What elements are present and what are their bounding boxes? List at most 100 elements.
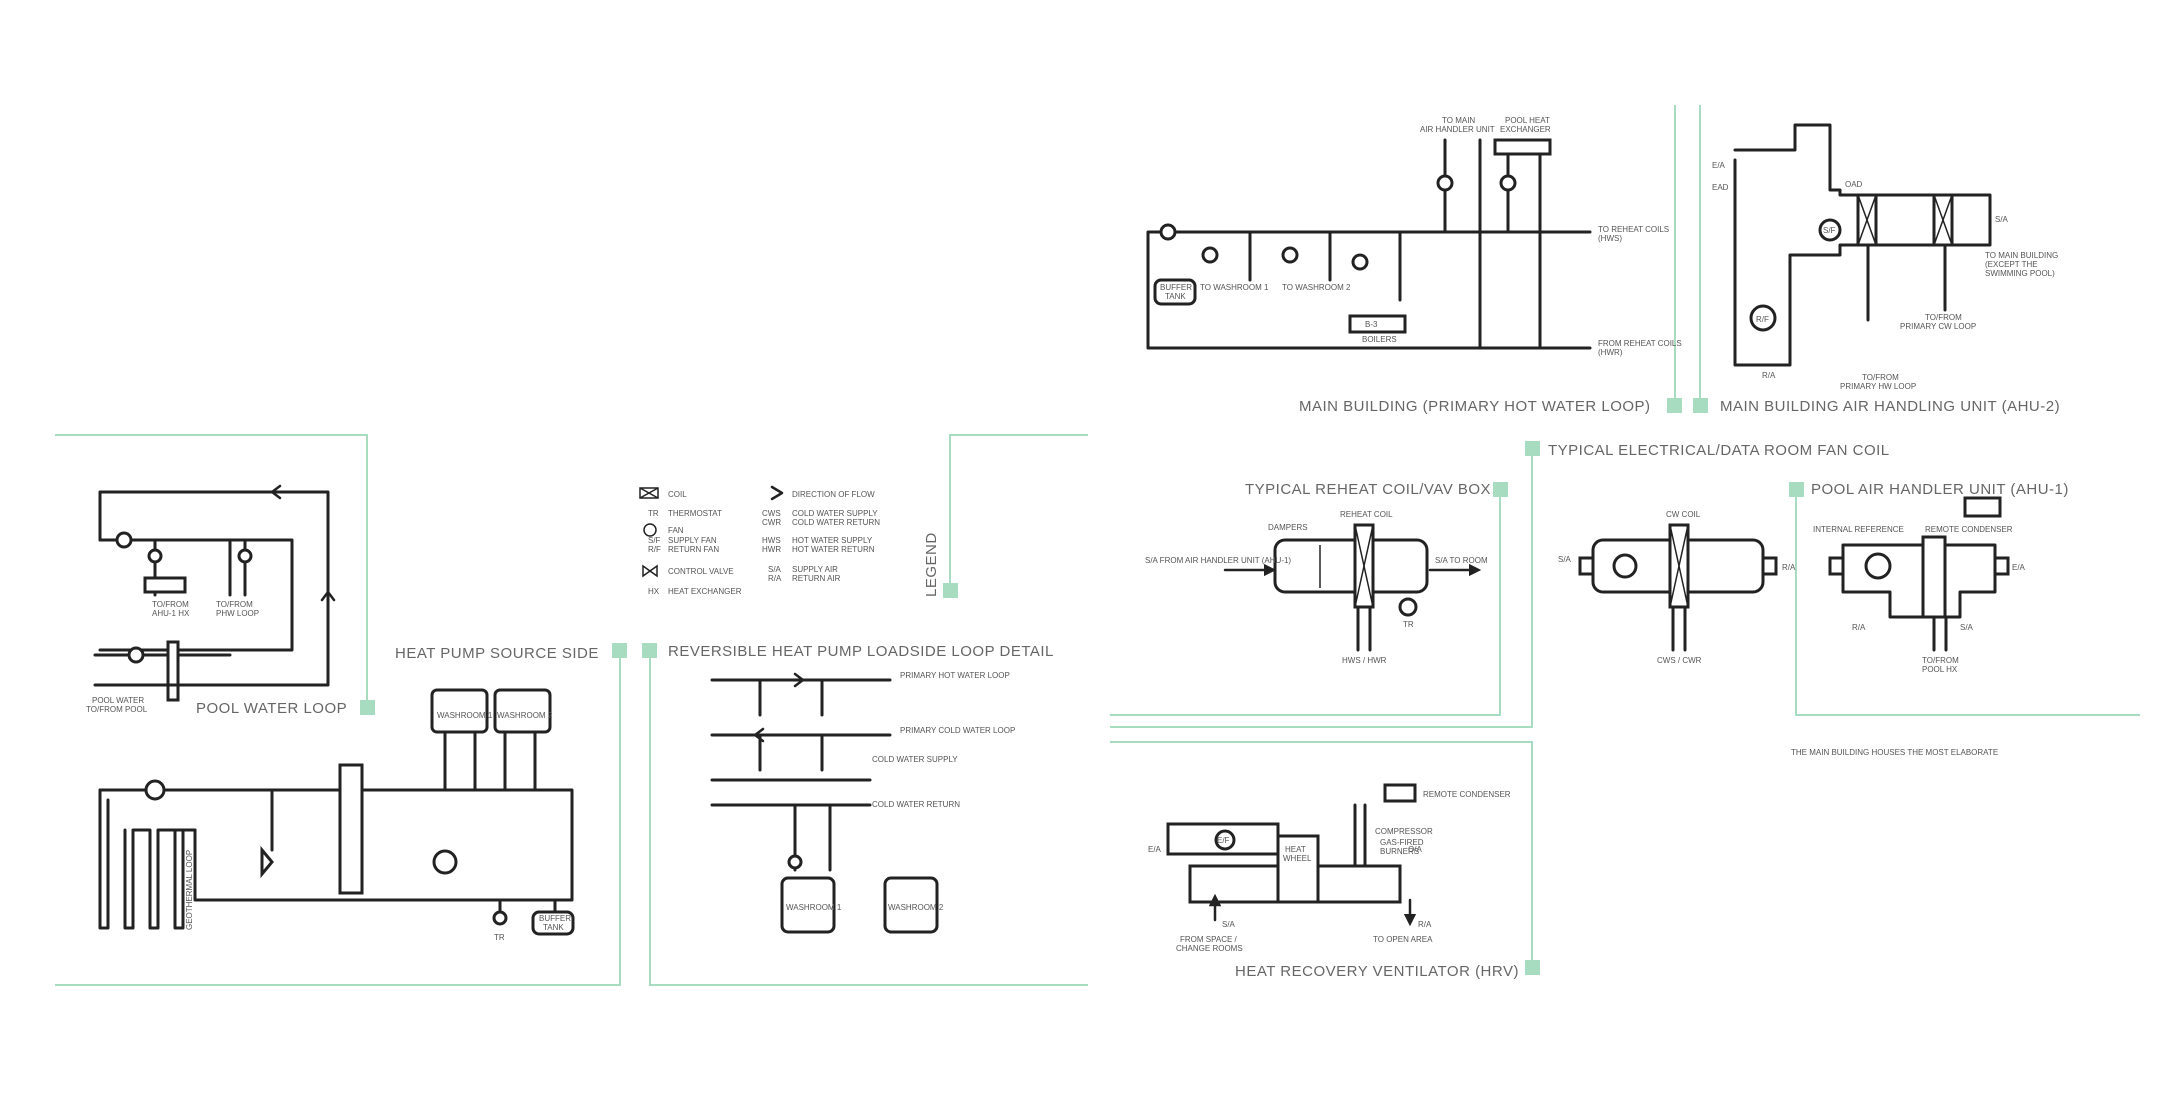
label-ahu2-oad: OAD bbox=[1845, 180, 1863, 189]
label-pool-hx-1: POOL HEAT bbox=[1505, 116, 1550, 125]
legend-hx-code: HX bbox=[648, 587, 660, 596]
label-ahu2-cw-1: TO/FROM bbox=[1925, 313, 1962, 322]
legend-coil: COIL bbox=[668, 490, 687, 499]
label-to-from-ahu1-2: AHU-1 HX bbox=[152, 609, 190, 618]
label-ahu1-sa: S/A bbox=[1960, 623, 1974, 632]
ahu1-diagram: INTERNAL REFERENCE REMOTE CONDENSER E/A … bbox=[1813, 496, 2026, 674]
label-cw-coil: CW COIL bbox=[1666, 510, 1701, 519]
legend-sa: SUPPLY AIR bbox=[792, 565, 838, 574]
legend-direction: DIRECTION OF FLOW bbox=[792, 490, 875, 499]
label-hrv-ra: R/A bbox=[1418, 920, 1432, 929]
label-ahu1-pool-1: TO/FROM bbox=[1922, 656, 1959, 665]
ahu2-diagram: E/A EAD OAD S/F R/F S/A R/A TO MAIN BUIL… bbox=[1712, 123, 2058, 391]
pump-icon bbox=[115, 531, 133, 549]
title-reheat-coil: TYPICAL REHEAT COIL/VAV BOX bbox=[1245, 481, 1491, 498]
legend-heat-exchanger: HEAT EXCHANGER bbox=[668, 587, 742, 596]
label-from-reheat-1: FROM REHEAT COILS bbox=[1598, 339, 1682, 348]
label-pool-water-1: POOL WATER bbox=[92, 696, 144, 705]
legend-cwr: COLD WATER RETURN bbox=[792, 518, 880, 527]
label-to-from-phw-1: TO/FROM bbox=[216, 600, 253, 609]
label-buffer-tank-main-2: TANK bbox=[1165, 292, 1186, 301]
legend-ra-code: R/A bbox=[768, 574, 782, 583]
label-washroom1-rev: WASHROOM 1 bbox=[786, 903, 842, 912]
reheat-coil-diagram: DAMPERS REHEAT COIL S/A FROM AIR HANDLER… bbox=[1145, 510, 1488, 665]
label-boilers: BOILERS bbox=[1362, 335, 1397, 344]
label-hrv-oa: O/A bbox=[1408, 845, 1422, 854]
label-hrv-from-space-2: CHANGE ROOMS bbox=[1176, 944, 1243, 953]
label-hrv-gas-2: BURNERS bbox=[1380, 847, 1419, 856]
legend-sf-code: S/F bbox=[648, 536, 661, 545]
label-reheat-coil: REHEAT COIL bbox=[1340, 510, 1393, 519]
hrv-diagram: E/F HEAT WHEEL REMOTE CONDENSER COMPRESS… bbox=[1148, 783, 1511, 953]
label-ahu2-cw-2: PRIMARY CW LOOP bbox=[1900, 322, 1976, 331]
label-geothermal-loop: GEOTHERMAL LOOP bbox=[185, 850, 194, 930]
label-hrv-ea: E/A bbox=[1148, 845, 1162, 854]
label-hrv-sa: S/A bbox=[1222, 920, 1236, 929]
panel-frames bbox=[55, 105, 2140, 986]
label-fancoil-ra: R/A bbox=[1782, 563, 1796, 572]
legend-ra: RETURN AIR bbox=[792, 574, 841, 583]
flow-direction-icon bbox=[770, 485, 784, 501]
legend-control-valve: CONTROL VALVE bbox=[668, 567, 734, 576]
label-pool-hx-2: EXCHANGER bbox=[1500, 125, 1551, 134]
legend: COIL TR THERMOSTAT FAN S/F SUPPLY FAN R/… bbox=[639, 485, 880, 596]
legend-return-fan: RETURN FAN bbox=[668, 545, 719, 554]
title-pool-water-loop: POOL WATER LOOP bbox=[196, 700, 347, 717]
label-ahu2-ra: R/A bbox=[1762, 371, 1776, 380]
label-pool-water-2: TO/FROM POOL bbox=[86, 705, 148, 714]
label-b3: B-3 bbox=[1365, 320, 1378, 329]
label-ahu2-hw-1: TO/FROM bbox=[1862, 373, 1899, 382]
label-cold-supply: COLD WATER SUPPLY bbox=[872, 755, 958, 764]
label-ahu2-ead: EAD bbox=[1712, 183, 1729, 192]
label-washroom2-hp: WASHROOM 2 bbox=[497, 711, 553, 720]
fan-icon bbox=[1214, 829, 1236, 851]
label-cold-return: COLD WATER RETURN bbox=[872, 800, 960, 809]
panel-titles: POOL WATER LOOP HEAT PUMP SOURCE SIDE RE… bbox=[196, 398, 2068, 980]
label-tr-hp: TR bbox=[494, 933, 505, 942]
label-hrv-ef: E/F bbox=[1217, 836, 1230, 845]
legend-supply-fan: SUPPLY FAN bbox=[668, 536, 717, 545]
legend-sa-code: S/A bbox=[768, 565, 782, 574]
coil-icon bbox=[639, 487, 659, 499]
pool-water-loop-diagram: TO/FROM AHU-1 HX TO/FROM PHW LOOP POOL W… bbox=[86, 484, 336, 714]
title-legend: LEGEND bbox=[923, 532, 940, 597]
label-ahu1-remote: REMOTE CONDENSER bbox=[1925, 525, 2013, 534]
label-hrv-gas-1: GAS-FIRED bbox=[1380, 838, 1424, 847]
label-ahu1-internal: INTERNAL REFERENCE bbox=[1813, 525, 1904, 534]
fan-icon bbox=[643, 523, 657, 537]
title-hrv: HEAT RECOVERY VENTILATOR (HRV) bbox=[1235, 963, 1519, 980]
legend-thermostat: THERMOSTAT bbox=[668, 509, 722, 518]
label-hrv-from-space-1: FROM SPACE / bbox=[1180, 935, 1238, 944]
label-primary-cold-loop: PRIMARY COLD WATER LOOP bbox=[900, 726, 1015, 735]
label-primary-hot-loop: PRIMARY HOT WATER LOOP bbox=[900, 671, 1010, 680]
label-sa-from: S/A FROM AIR HANDLER UNIT (AHU-1) bbox=[1145, 556, 1291, 565]
label-hrv-heat-wheel-1: HEAT bbox=[1285, 845, 1306, 854]
legend-cws-code: CWS bbox=[762, 509, 781, 518]
label-hws-hwr: HWS / HWR bbox=[1342, 656, 1387, 665]
label-cws-cwr: CWS / CWR bbox=[1657, 656, 1702, 665]
label-ahu2-rf: R/F bbox=[1756, 315, 1769, 324]
label-ahu2-hw-2: PRIMARY HW LOOP bbox=[1840, 382, 1916, 391]
label-ahu2-to-main-1: TO MAIN BUILDING bbox=[1985, 251, 2058, 260]
label-to-washroom1: TO WASHROOM 1 bbox=[1200, 283, 1269, 292]
label-ahu2-to-main-3: SWIMMING POOL) bbox=[1985, 269, 2055, 278]
title-main-building-loop: MAIN BUILDING (PRIMARY HOT WATER LOOP) bbox=[1299, 398, 1651, 415]
legend-tr-code: TR bbox=[648, 509, 659, 518]
label-ahu1-ra: R/A bbox=[1852, 623, 1866, 632]
label-dampers: DAMPERS bbox=[1268, 523, 1308, 532]
label-to-reheat-2: (HWS) bbox=[1598, 234, 1622, 243]
label-ahu2-to-main-2: (EXCEPT THE bbox=[1985, 260, 2038, 269]
legend-hwr-code: HWR bbox=[762, 545, 781, 554]
label-to-main-ahu-1: TO MAIN bbox=[1442, 116, 1475, 125]
fan-coil-diagram: CW COIL S/A R/A CWS / CWR bbox=[1558, 510, 1796, 665]
title-reversible-loop: REVERSIBLE HEAT PUMP LOADSIDE LOOP DETAI… bbox=[668, 643, 1054, 660]
label-to-main-ahu-2: AIR HANDLER UNIT bbox=[1420, 125, 1495, 134]
label-to-washroom2: TO WASHROOM 2 bbox=[1282, 283, 1351, 292]
label-hrv-compressor: COMPRESSOR bbox=[1375, 827, 1433, 836]
fan-icon bbox=[1864, 552, 1892, 580]
note-main-building: THE MAIN BUILDING HOUSES THE MOST ELABOR… bbox=[1791, 748, 1998, 757]
label-ahu2-sf: S/F bbox=[1823, 226, 1836, 235]
label-from-reheat-2: (HWR) bbox=[1598, 348, 1623, 357]
label-to-from-ahu1-1: TO/FROM bbox=[152, 600, 189, 609]
